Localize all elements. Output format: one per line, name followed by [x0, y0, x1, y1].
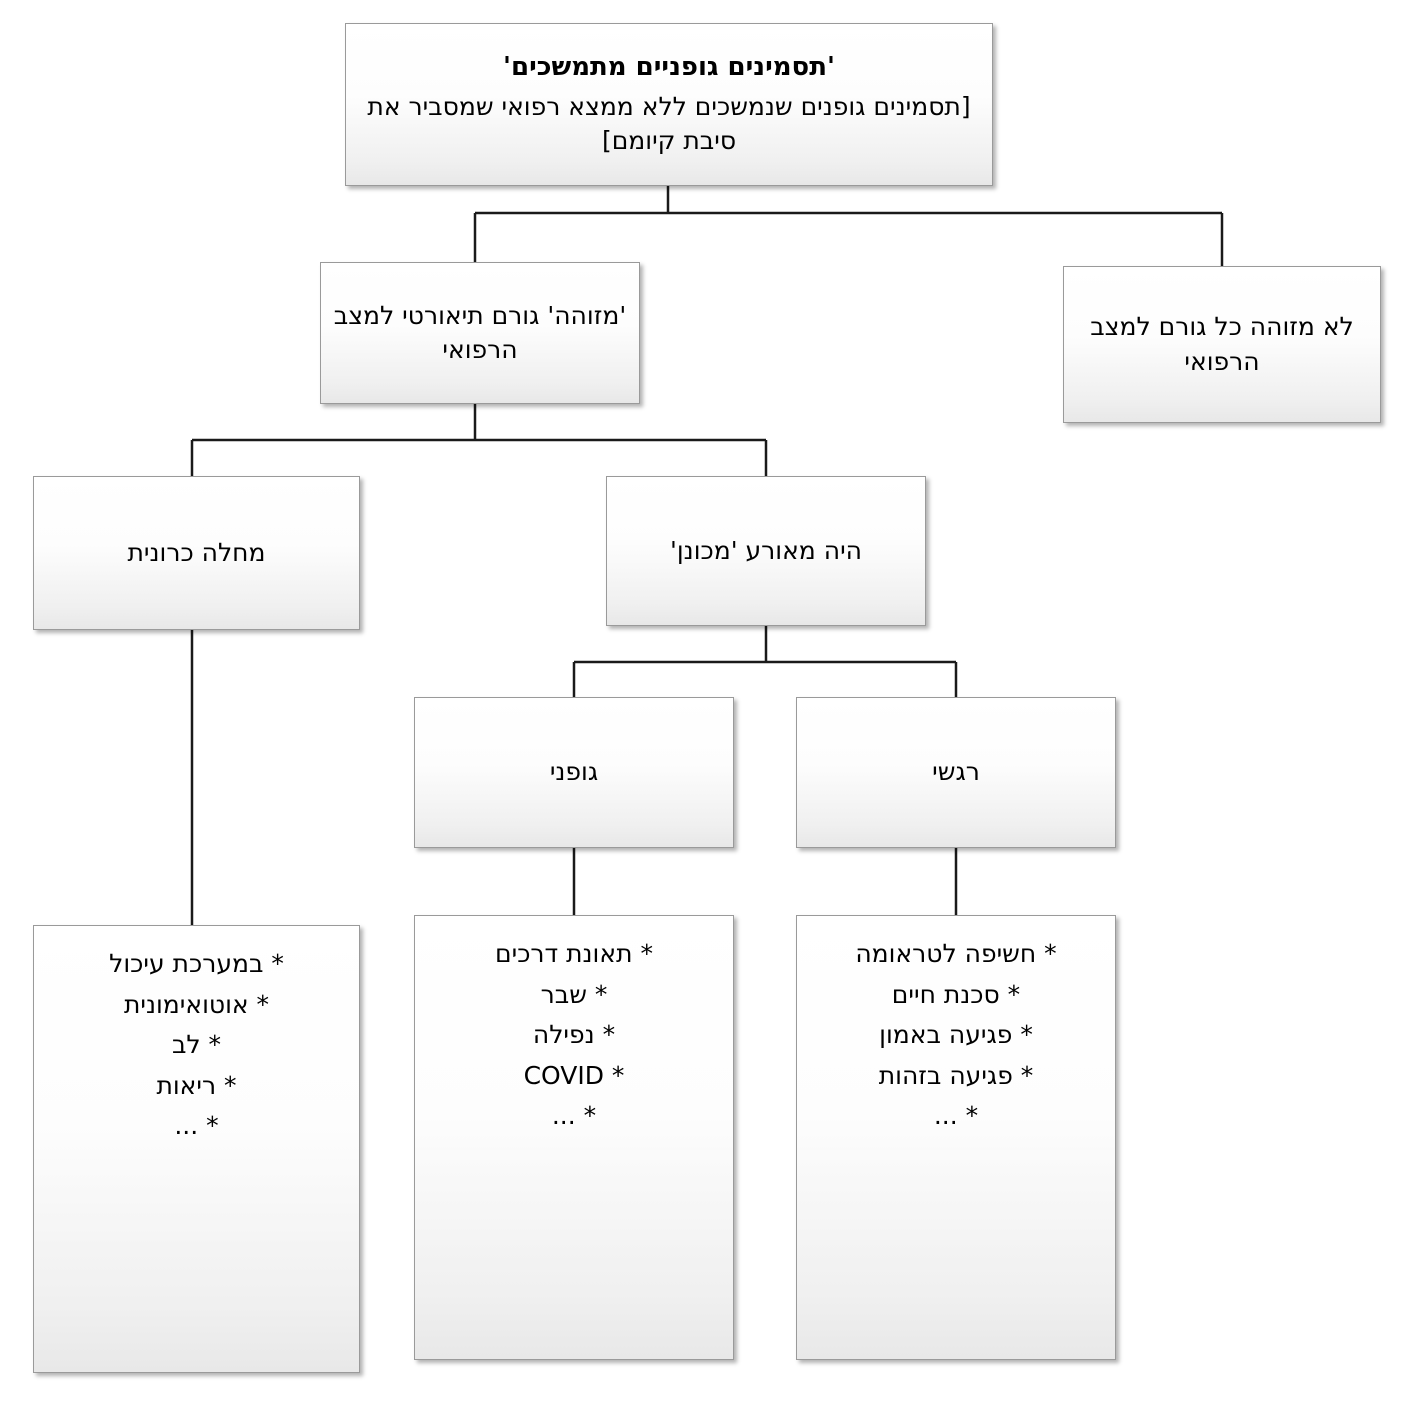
list-item: * לב: [171, 1030, 222, 1059]
node-chronic-illness[interactable]: מחלה כרונית: [33, 476, 360, 630]
node-no-cause-identified[interactable]: לא מזוהה כל גורם למצב הרפואי: [1063, 266, 1381, 423]
chronic-illness-label: מחלה כרונית: [127, 537, 266, 567]
list-item: * ...: [174, 1111, 219, 1140]
list-item: * אוטואימונית: [123, 989, 270, 1019]
physical-label: גופני: [549, 757, 599, 787]
list-item: * פגיעה באמון: [879, 1020, 1033, 1049]
list-item: * נפילה: [532, 1020, 616, 1049]
node-identified-cause[interactable]: 'מזוהה' גורם תיאורטי למצב הרפואי: [320, 262, 640, 404]
node-physical-examples[interactable]: * תאונת דרכים * שבר * נפילה * COVID * ..…: [414, 915, 734, 1360]
no-cause-label: לא מזוהה כל גורם למצב הרפואי: [1090, 312, 1354, 376]
node-triggering-event[interactable]: היה מאורע 'מכונן': [606, 476, 926, 626]
node-emotional-examples[interactable]: * חשיפה לטראומה * סכנת חיים * פגיעה באמו…: [796, 915, 1116, 1360]
node-chronic-illness-examples[interactable]: * במערכת עיכול * אוטואימונית * לב * ריאו…: [33, 925, 360, 1373]
root-subtitle: [תסמינים גופנים שנמשכים ללא ממצא רפואי ש…: [367, 91, 971, 156]
list-item: * במערכת עיכול: [109, 949, 284, 978]
node-physical[interactable]: גופני: [414, 697, 734, 848]
list-item: * ...: [551, 1101, 597, 1130]
emotional-label: רגשי: [932, 757, 980, 787]
list-item: * ריאות: [156, 1070, 237, 1100]
triggering-event-label: היה מאורע 'מכונן': [670, 535, 862, 565]
list-item: * שבר: [540, 979, 608, 1009]
list-item: * ...: [933, 1101, 979, 1130]
list-item: * חשיפה לטראומה: [855, 939, 1057, 968]
list-item: * COVID: [523, 1060, 625, 1090]
list-item: * פגיעה בזהות: [878, 1060, 1034, 1090]
list-item: * תאונת דרכים: [495, 939, 653, 968]
root-title: 'תסמינים גופניים מתמשכים': [503, 52, 835, 83]
node-emotional[interactable]: רגשי: [796, 697, 1116, 848]
list-item: * סכנת חיים: [891, 979, 1021, 1009]
identified-cause-label: 'מזוהה' גורם תיאורטי למצב הרפואי: [333, 300, 627, 365]
node-persistent-physical-symptoms[interactable]: 'תסמינים גופניים מתמשכים' [תסמינים גופני…: [345, 23, 993, 186]
